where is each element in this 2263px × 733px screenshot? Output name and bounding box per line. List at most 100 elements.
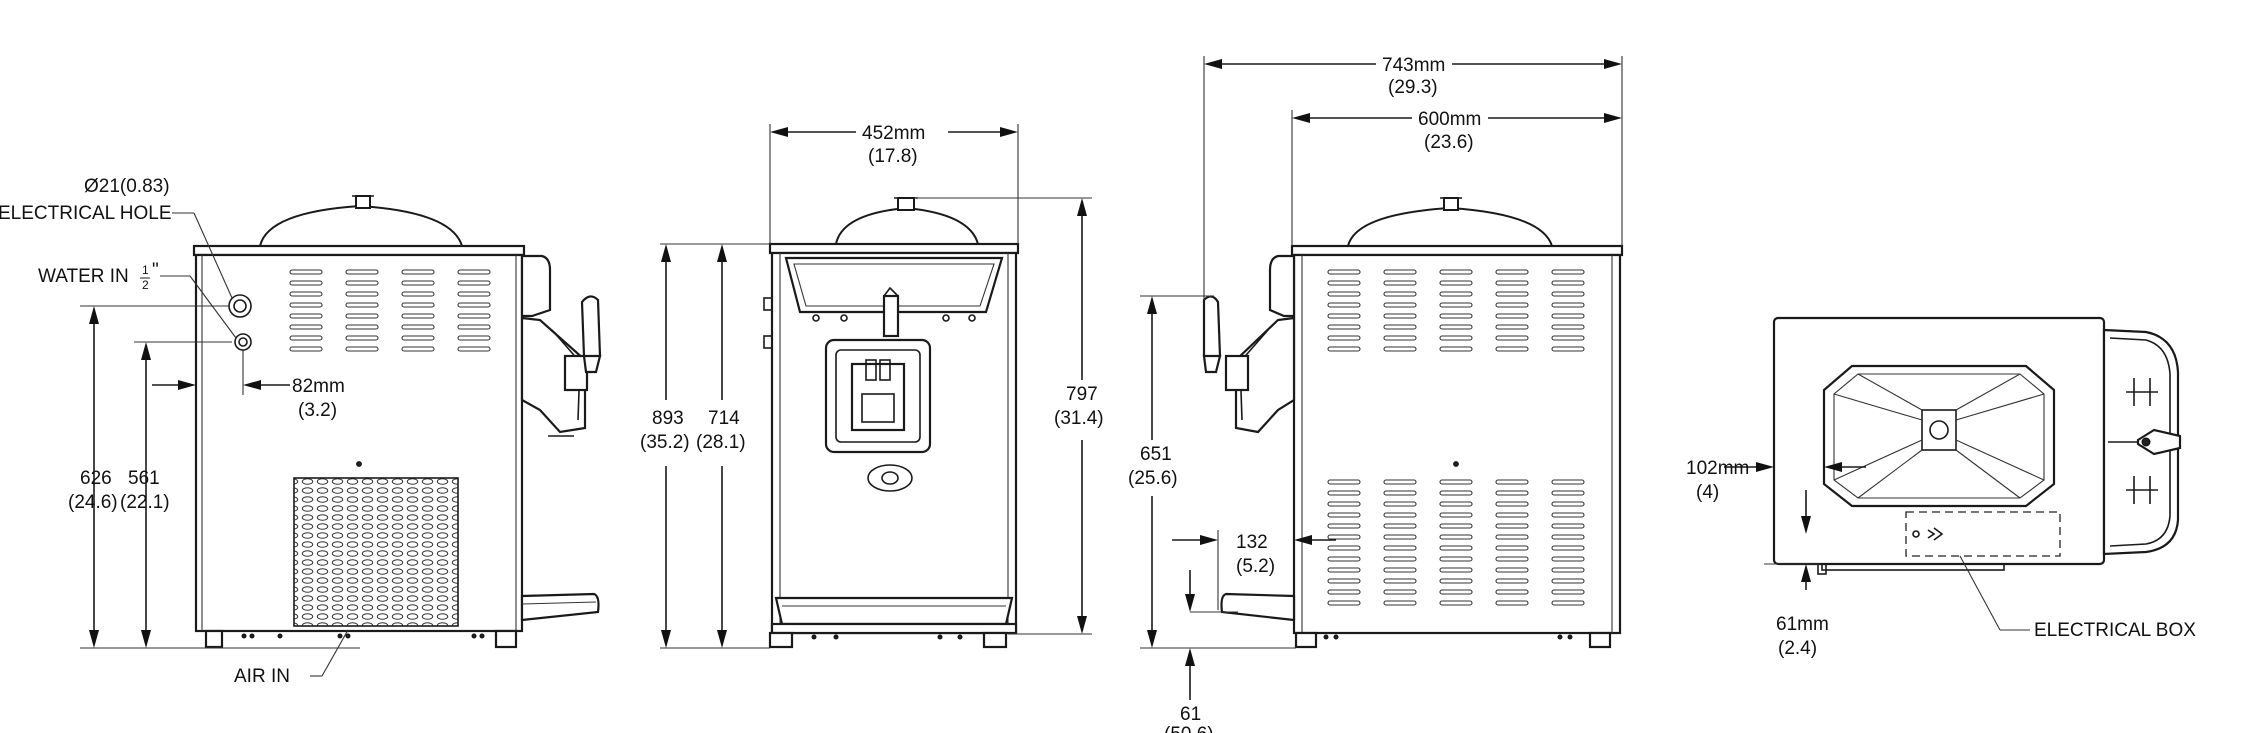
side-view-lid (258, 204, 464, 247)
vent-slot (1495, 269, 1529, 275)
vent-slot (1551, 291, 1585, 297)
vent-slot (1439, 313, 1473, 319)
vent-slot (1551, 567, 1585, 573)
vent-slot (1439, 567, 1473, 573)
vent-slot (1439, 523, 1473, 529)
vent-slot (401, 346, 435, 352)
vent-slot (1495, 600, 1529, 606)
vent-slot (401, 302, 435, 308)
dim-797 (914, 197, 1092, 635)
dim-797-in: (31.4) (1054, 408, 1104, 429)
label-water-in-denominator: 2 (142, 278, 149, 292)
label-electrical-box: ELECTRICAL BOX (2034, 620, 2196, 641)
vent-slot (1327, 302, 1361, 308)
front-view-lid (834, 206, 980, 245)
vent-slot (1327, 346, 1361, 352)
vent-slot (1439, 501, 1473, 507)
dim-743-mm: 743mm (1382, 55, 1445, 76)
dim-714-mm: 714 (708, 408, 740, 429)
vent-slot (1383, 280, 1417, 286)
vent-slot (1495, 512, 1529, 518)
dim-102 (1724, 462, 1866, 472)
dim-743 (1203, 56, 1623, 300)
vent-slot (1439, 346, 1473, 352)
vent-slot (1383, 556, 1417, 562)
vent-slot (457, 280, 491, 286)
vent-slot (1383, 490, 1417, 496)
vent-slot (1439, 490, 1473, 496)
dim-600 (1291, 110, 1622, 246)
dim-651-mm: 651 (1140, 444, 1172, 465)
vent-slot (1327, 600, 1361, 606)
vent-slot (1327, 335, 1361, 341)
vent-slot (1327, 291, 1361, 297)
vent-slot (401, 280, 435, 286)
vent-slot (1383, 335, 1417, 341)
top-view-electrical-box (1905, 511, 2061, 557)
vent-slot (1551, 589, 1585, 595)
vent-slot (1495, 589, 1529, 595)
vent-slot (1551, 479, 1585, 485)
vent-slot (1439, 302, 1473, 308)
vent-slot (345, 335, 379, 341)
side-view-drip-tray (520, 592, 600, 622)
vent-slot (1327, 589, 1361, 595)
dim-82 (152, 350, 290, 395)
dim-600-in: (23.6) (1424, 132, 1474, 153)
vent-slot (1495, 501, 1529, 507)
front-view: 452mm (17.8) 893 (35.2) 714 (28.1) 797 (… (640, 123, 1104, 649)
vent-slot (345, 302, 379, 308)
vent-slot (1551, 512, 1585, 518)
vent-slot (345, 346, 379, 352)
dim-61-top-in: (2.4) (1778, 638, 1817, 659)
vent-slot (1383, 324, 1417, 330)
dim-452 (769, 124, 1019, 244)
vent-slot (1551, 501, 1585, 507)
dim-626-in: (24.6) (68, 492, 118, 513)
vent-slot (1327, 534, 1361, 540)
top-view-dispenser (2102, 328, 2182, 556)
vent-slot (1551, 523, 1585, 529)
vent-slot (1383, 534, 1417, 540)
vent-slot (1383, 523, 1417, 529)
vent-slot (1439, 324, 1473, 330)
vent-slot (401, 291, 435, 297)
vent-slot (345, 324, 379, 330)
vent-slot (401, 335, 435, 341)
vent-slot (1495, 567, 1529, 573)
vent-slot (1439, 291, 1473, 297)
vent-slot (1327, 512, 1361, 518)
rear-view: 743mm (29.3) 600mm (23.6) 651 (25.6) 132… (1128, 55, 1624, 733)
vent-slot (1551, 490, 1585, 496)
vent-slot (1327, 280, 1361, 286)
vent-slot (1495, 578, 1529, 584)
dim-893-mm: 893 (652, 408, 684, 429)
rear-view-lid (1346, 206, 1554, 247)
vent-slot (1495, 291, 1529, 297)
vent-slot (1551, 324, 1585, 330)
dim-102-in: (4) (1696, 482, 1719, 503)
side-view: Ø21(0.83) ELECTRICAL HOLE WATER IN 1 2 "… (0, 176, 602, 687)
vent-slot (1439, 335, 1473, 341)
vent-slot (1495, 490, 1529, 496)
vent-slot (1383, 501, 1417, 507)
dim-61-top (1764, 490, 1820, 590)
rear-view-top-vents (1327, 269, 1585, 352)
dim-132-in: (5.2) (1236, 556, 1275, 577)
vent-slot (457, 346, 491, 352)
vent-slot (1495, 346, 1529, 352)
dim-61-top-mm: 61mm (1776, 614, 1829, 635)
side-view-dispenser (520, 254, 602, 437)
vent-slot (1327, 556, 1361, 562)
vent-slot (1439, 545, 1473, 551)
dim-61-rear-mm: 61 (1180, 704, 1201, 725)
vent-slot (1551, 269, 1585, 275)
vent-slot (289, 291, 323, 297)
vent-slot (1327, 578, 1361, 584)
vent-slot (1439, 534, 1473, 540)
vent-slot (1439, 589, 1473, 595)
dim-561-mm: 561 (128, 468, 160, 489)
vent-slot (1327, 545, 1361, 551)
vent-slot (1383, 600, 1417, 606)
